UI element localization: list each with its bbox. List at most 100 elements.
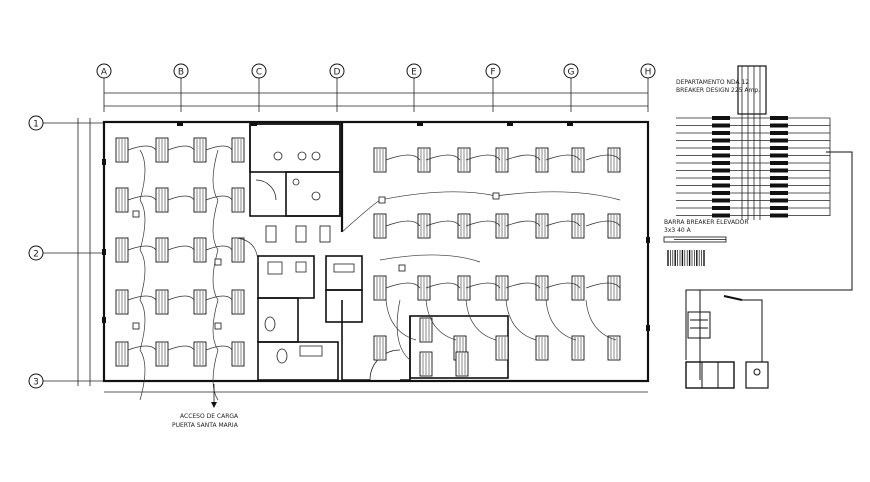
circuit-arc xyxy=(127,345,157,351)
grid-row-marker: 1 xyxy=(28,115,44,131)
grid-row-label: 1 xyxy=(33,120,39,130)
circuit-arc xyxy=(545,220,581,227)
grid-column-label: D xyxy=(334,68,341,78)
circuit-arc xyxy=(341,199,381,233)
circuit-arc xyxy=(167,345,195,351)
circuit-arc xyxy=(139,149,146,201)
circuit-arc xyxy=(212,199,219,251)
interior-walls xyxy=(249,123,509,381)
light-fixture-icon xyxy=(571,335,585,361)
grid-column-label: B xyxy=(178,68,184,78)
breaker-icon xyxy=(712,213,730,218)
wall-outlet-icon xyxy=(251,122,257,126)
light-fixture-icon xyxy=(535,335,549,361)
light-fixture-icon xyxy=(373,275,387,301)
circuit-arc xyxy=(425,299,457,341)
grid-bubble-icon xyxy=(329,63,345,79)
breaker-icon xyxy=(712,206,730,210)
circuit-arc xyxy=(167,145,195,151)
wall-outlet-icon xyxy=(102,159,106,165)
circuit-arc xyxy=(505,154,541,161)
wall-outlet-icon xyxy=(102,249,106,255)
circuit-arc xyxy=(235,237,259,263)
grid-column-label: H xyxy=(645,68,652,78)
circuit-arc xyxy=(139,249,146,301)
circuit-arc xyxy=(545,299,577,341)
light-fixture-icon xyxy=(419,351,433,377)
breaker-icon xyxy=(712,146,730,150)
circuit-arc xyxy=(385,282,421,289)
light-fixture-icon xyxy=(155,237,169,263)
circuit-arc xyxy=(385,220,421,227)
light-fixture-icon xyxy=(193,237,207,263)
light-fixture-icon xyxy=(231,341,245,367)
light-fixture-icon xyxy=(417,275,431,301)
circuit-arc xyxy=(205,345,233,351)
circuit-arc xyxy=(495,191,621,201)
wall-outlet-icon xyxy=(646,237,650,243)
circuit-arc xyxy=(127,145,157,151)
grid-bubble-icon xyxy=(28,115,44,131)
light-fixture-icon xyxy=(457,275,471,301)
grid-column-marker: G xyxy=(563,63,579,79)
circuit-arc xyxy=(585,282,621,289)
circuit-arc xyxy=(505,299,537,341)
breaker-icon xyxy=(770,116,788,120)
breaker-icon xyxy=(770,161,788,165)
light-fixture-icon xyxy=(495,335,509,361)
wall-outlet-icon xyxy=(417,122,423,126)
circuit-arc xyxy=(167,245,195,251)
circuit-arc xyxy=(585,220,621,227)
breaker-icon xyxy=(770,198,788,203)
grid-bubble-icon xyxy=(406,63,422,79)
grid-row-marker: 2 xyxy=(28,245,44,261)
panel-circuit-rows xyxy=(667,66,831,266)
grid-bubble-icon xyxy=(173,63,189,79)
wall-outlet-icon xyxy=(177,122,183,126)
breaker-icon xyxy=(770,138,788,143)
grid-column-marker: A xyxy=(96,63,112,79)
light-fixture-icon xyxy=(115,289,129,315)
junction-box-icon xyxy=(492,192,500,200)
circuit-arc xyxy=(205,195,233,201)
breaker-icon xyxy=(770,213,788,218)
grid-bubble-icon xyxy=(28,373,44,389)
light-fixture-icon xyxy=(419,317,433,343)
grid-bubble-icon xyxy=(485,63,501,79)
grid-column-label: G xyxy=(568,68,575,78)
grid-bubble-icon xyxy=(28,245,44,261)
breaker-icon xyxy=(770,191,788,195)
grid-row-label: 2 xyxy=(33,250,39,260)
panel-title-line1: DEPARTAMENTO NDA 12 xyxy=(676,79,749,86)
breaker-icon xyxy=(712,161,730,165)
light-fixture-icon xyxy=(495,275,509,301)
light-fixture-icon xyxy=(295,225,307,243)
grid-bubble-icon xyxy=(96,63,112,79)
grid-column-marker: F xyxy=(485,63,501,79)
breaker-icon xyxy=(712,131,730,135)
light-fixture-icon xyxy=(373,213,387,239)
junction-box-icon xyxy=(214,258,222,266)
wall-outlet-icon xyxy=(646,325,650,331)
circuit-arc xyxy=(167,195,195,201)
light-fixture-icon xyxy=(231,289,245,315)
light-fixture-icon xyxy=(265,225,277,243)
main-breaker-box xyxy=(737,65,767,115)
junction-box-icon xyxy=(132,210,140,218)
grid-column-label: C xyxy=(256,68,262,78)
light-fixture-icon xyxy=(373,335,387,361)
circuit-arc xyxy=(127,295,157,301)
light-fixture-icon xyxy=(571,275,585,301)
panel-title-line2: BREAKER DESIGN 225 Amp. xyxy=(676,87,760,94)
circuit-arc xyxy=(139,299,146,351)
circuit-arc xyxy=(127,195,157,201)
breaker-icon xyxy=(770,123,788,128)
circuit-arc xyxy=(465,299,497,341)
grid-bubble-icon xyxy=(640,63,656,79)
grid-column-marker: D xyxy=(329,63,345,79)
grid-column-label: F xyxy=(490,68,495,78)
grid-row-marker: 3 xyxy=(28,373,44,389)
circuit-arc xyxy=(212,349,219,401)
junction-box-icon xyxy=(398,264,406,272)
